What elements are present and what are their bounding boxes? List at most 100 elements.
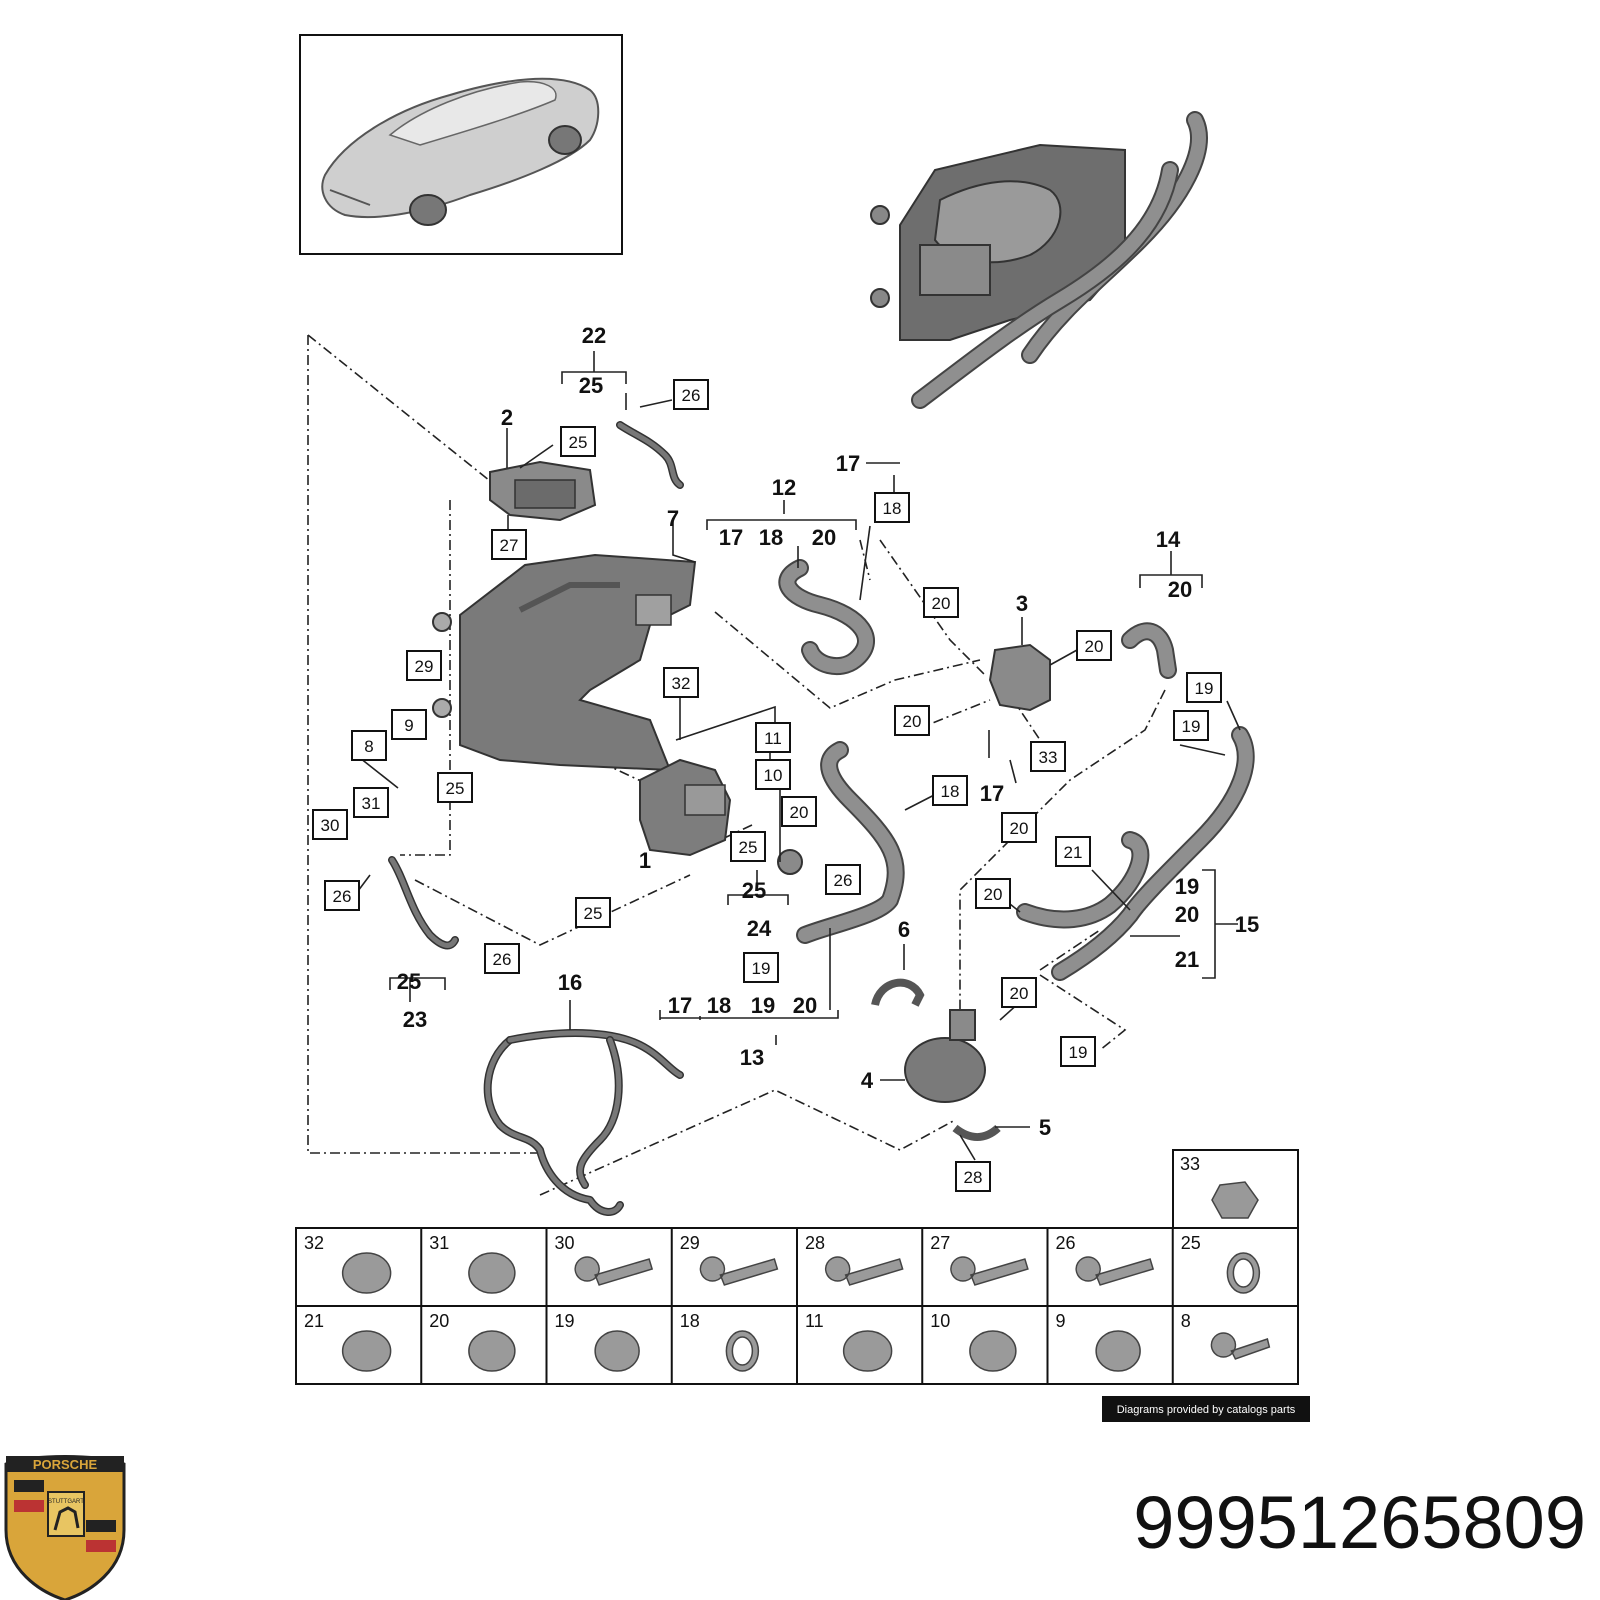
fastener-icon bbox=[468, 1252, 516, 1294]
fastener-icon bbox=[341, 1252, 392, 1294]
coolant-hose-15 bbox=[1016, 726, 1255, 981]
parts-cell-label: 25 bbox=[1181, 1233, 1201, 1253]
parts-cell-label: 19 bbox=[555, 1311, 575, 1331]
fastener-icon bbox=[1226, 1252, 1261, 1294]
callout-25: 25 bbox=[742, 878, 766, 903]
fastener-icon bbox=[969, 1330, 1017, 1372]
bracket-panel bbox=[432, 553, 697, 772]
callout-12: 12 bbox=[772, 475, 796, 500]
parts-cell-label: 29 bbox=[680, 1233, 700, 1253]
callout-19: 19 bbox=[1195, 679, 1214, 698]
fastener-icon bbox=[594, 1330, 640, 1372]
callout-32: 32 bbox=[672, 674, 691, 693]
callout-5: 5 bbox=[1039, 1115, 1051, 1140]
callout-7: 7 bbox=[667, 506, 679, 531]
part-number: 99951265809 bbox=[1133, 1481, 1586, 1564]
crest-text-mid: STUTTGART bbox=[48, 1499, 84, 1505]
fastener-icon bbox=[1075, 1256, 1155, 1286]
wiring-harness bbox=[483, 1029, 684, 1216]
callout-18: 18 bbox=[707, 993, 731, 1018]
callout-19: 19 bbox=[751, 993, 775, 1018]
callout-8: 8 bbox=[364, 737, 373, 756]
callout-19: 19 bbox=[752, 959, 771, 978]
fastener-icon bbox=[341, 1330, 392, 1372]
callout-26: 26 bbox=[682, 386, 701, 405]
callout-18: 18 bbox=[759, 525, 783, 550]
parts-cell-label: 21 bbox=[304, 1311, 324, 1331]
callout-31: 31 bbox=[362, 794, 381, 813]
callout-25: 25 bbox=[584, 904, 603, 923]
parts-cell-label: 28 bbox=[805, 1233, 825, 1253]
callout-21: 21 bbox=[1064, 843, 1083, 862]
callout-20: 20 bbox=[793, 993, 817, 1018]
fastener-icon bbox=[824, 1256, 904, 1286]
parts-cell-label: 27 bbox=[930, 1233, 950, 1253]
callout-26: 26 bbox=[834, 871, 853, 890]
callout-20: 20 bbox=[932, 594, 951, 613]
parts-cell-label: 18 bbox=[680, 1311, 700, 1331]
callout-14: 14 bbox=[1156, 527, 1181, 552]
callout-26: 26 bbox=[333, 887, 352, 906]
parts-cell-label: 30 bbox=[555, 1233, 575, 1253]
callout-17: 17 bbox=[980, 781, 1004, 806]
fastener-icon bbox=[1095, 1330, 1141, 1372]
fastener-icon bbox=[842, 1330, 893, 1372]
callout-28: 28 bbox=[964, 1168, 983, 1187]
coolant-hose-12 bbox=[778, 559, 875, 676]
callout-20: 20 bbox=[1010, 984, 1029, 1003]
vent-pipe bbox=[616, 421, 684, 489]
callout-20: 20 bbox=[903, 712, 922, 731]
callout-20: 20 bbox=[1010, 819, 1029, 838]
callout-23: 23 bbox=[403, 1007, 427, 1032]
callout-18: 18 bbox=[883, 499, 902, 518]
callout-25: 25 bbox=[569, 433, 588, 452]
callout-2: 2 bbox=[501, 405, 513, 430]
callout-20: 20 bbox=[812, 525, 836, 550]
fastener-icon bbox=[725, 1330, 760, 1372]
fastener-icon bbox=[468, 1330, 516, 1372]
callout-17: 17 bbox=[836, 451, 860, 476]
callout-3: 3 bbox=[1016, 591, 1028, 616]
callout-25: 25 bbox=[579, 373, 603, 398]
callout-9: 9 bbox=[404, 716, 413, 735]
callout-20: 20 bbox=[1175, 902, 1199, 927]
callout-18: 18 bbox=[941, 782, 960, 801]
callout-20: 20 bbox=[1085, 637, 1104, 656]
relay-unit bbox=[489, 460, 597, 522]
callout-25: 25 bbox=[739, 838, 758, 857]
coolant-pump bbox=[871, 978, 1001, 1141]
fastener-icon bbox=[1210, 1332, 1271, 1360]
fastener-icon bbox=[699, 1256, 779, 1286]
parts-cell-label: 8 bbox=[1181, 1311, 1191, 1331]
parts-cell-label: 26 bbox=[1056, 1233, 1076, 1253]
callout-24: 24 bbox=[747, 916, 772, 941]
parts-cell-label: 9 bbox=[1056, 1311, 1066, 1331]
callout-25: 25 bbox=[397, 969, 421, 994]
vent-pipe-23 bbox=[388, 856, 459, 950]
callout-19: 19 bbox=[1175, 874, 1199, 899]
callout-19: 19 bbox=[1069, 1043, 1088, 1062]
callout-26: 26 bbox=[493, 950, 512, 969]
callout-20: 20 bbox=[1168, 577, 1192, 602]
callout-20: 20 bbox=[790, 803, 809, 822]
callout-25: 25 bbox=[446, 779, 465, 798]
callout-13: 13 bbox=[740, 1045, 764, 1070]
parts-cell-label: 10 bbox=[930, 1311, 950, 1331]
fastener-icon bbox=[950, 1256, 1029, 1286]
credit-banner: Diagrams provided by catalogs parts bbox=[1102, 1396, 1310, 1422]
boxed-callouts: 26 25 27 18 20 20 29 9 8 32 11 10 20 33 … bbox=[312, 379, 1222, 1192]
callout-6: 6 bbox=[898, 917, 910, 942]
callout-10: 10 bbox=[764, 766, 783, 785]
vehicle-overview bbox=[299, 34, 623, 255]
fastener-icon bbox=[574, 1256, 654, 1286]
coolant-hose-13 bbox=[796, 741, 905, 944]
callout-29: 29 bbox=[415, 657, 434, 676]
callout-16: 16 bbox=[558, 970, 582, 995]
callout-11: 11 bbox=[764, 729, 782, 748]
credit-text: Diagrams provided by catalogs parts bbox=[1117, 1404, 1296, 1416]
parts-cell-label: 32 bbox=[304, 1233, 324, 1253]
parts-cell-label: 11 bbox=[805, 1311, 824, 1331]
heater-assembly-overview bbox=[870, 111, 1208, 409]
coolant-hose-14 bbox=[1121, 622, 1177, 679]
